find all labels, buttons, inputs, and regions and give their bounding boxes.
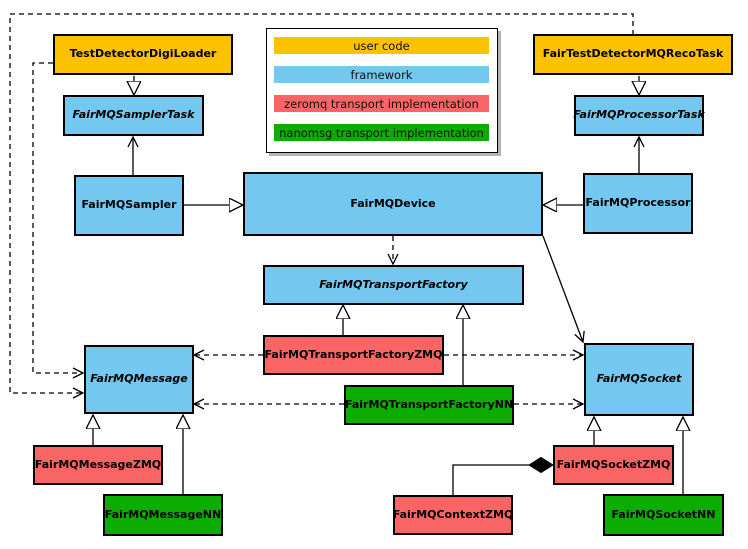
legend-item-framework: framework: [274, 66, 489, 83]
node-fairmqtransportfactory: FairMQTransportFactory: [263, 265, 524, 305]
node-label: FairMQDevice: [350, 196, 436, 210]
legend: user code framework zeromq transport imp…: [266, 28, 498, 153]
node-label: FairMQTransportFactory: [319, 277, 468, 291]
legend-label: nanomsg transport implementation: [279, 125, 484, 140]
legend-label: framework: [350, 67, 413, 82]
node-fairmqprocessortask: FairMQProcessorTask: [573, 95, 705, 136]
node-fairmqdevice: FairMQDevice: [243, 172, 543, 236]
node-fairmqtransportfactorynn: FairMQTransportFactoryNN: [344, 385, 514, 425]
node-label: FairMQMessage: [90, 372, 188, 386]
node-fairmqtransportfactoryzmq: FairMQTransportFactoryZMQ: [263, 335, 444, 375]
node-label: FairMQSocket: [596, 372, 682, 386]
legend-label: user code: [353, 38, 410, 53]
node-fairmqsocketnn: FairMQSocketNN: [603, 494, 724, 536]
legend-item-user-code: user code: [274, 37, 489, 54]
node-fairmqsocket: FairMQSocket: [584, 343, 694, 416]
node-fairmqcontextzmq: FairMQContextZMQ: [393, 495, 513, 535]
node-label: FairTestDetectorMQRecoTask: [542, 47, 724, 61]
node-label: FairMQContextZMQ: [392, 507, 514, 521]
node-label: FairMQSocketZMQ: [556, 457, 671, 471]
node-fairmqmessagezmq: FairMQMessageZMQ: [33, 445, 163, 485]
node-testdetectordigiloader: TestDetectorDigiLoader: [53, 34, 233, 75]
node-label: FairMQProcessorTask: [573, 108, 705, 122]
node-label: FairMQTransportFactoryNN: [344, 397, 514, 411]
node-label: FairMQMessageZMQ: [34, 457, 162, 471]
node-label: FairMQMessageNN: [104, 507, 222, 521]
node-fairtestdetectormqrecotask: FairTestDetectorMQRecoTask: [533, 34, 733, 75]
node-fairmqprocessor: FairMQProcessor: [583, 173, 693, 234]
edge-testdetectordigiloader-depends-fairmqmessage: [32, 62, 85, 379]
node-label: TestDetectorDigiLoader: [69, 47, 217, 61]
node-label: FairMQProcessor: [585, 196, 691, 210]
node-fairmqsocketzmq: FairMQSocketZMQ: [553, 445, 674, 485]
node-label: FairMQSocketNN: [611, 507, 716, 521]
node-fairmqmessagenn: FairMQMessageNN: [103, 494, 223, 536]
edge-fairmqdevice-uses-fairmqsocket: [542, 235, 585, 344]
node-label: FairMQSampler: [81, 198, 177, 212]
composition-diamond-icon: [528, 456, 554, 474]
edge-fairmqcontextzmq-composition-fairmqsocketzmq: [452, 456, 554, 495]
node-label: FairMQTransportFactoryZMQ: [264, 347, 443, 361]
legend-item-nanomsg: nanomsg transport implementation: [274, 124, 489, 141]
node-fairmqsamplertask: FairMQSamplerTask: [63, 95, 204, 136]
edge-fairtestdetectormqrecotask-depends-fairmqmessage: [9, 13, 634, 399]
legend-item-zeromq: zeromq transport implementation: [274, 95, 489, 112]
legend-label: zeromq transport implementation: [284, 96, 479, 111]
node-label: FairMQSamplerTask: [72, 108, 195, 122]
node-fairmqmessage: FairMQMessage: [84, 345, 194, 414]
node-fairmqsampler: FairMQSampler: [74, 175, 184, 236]
